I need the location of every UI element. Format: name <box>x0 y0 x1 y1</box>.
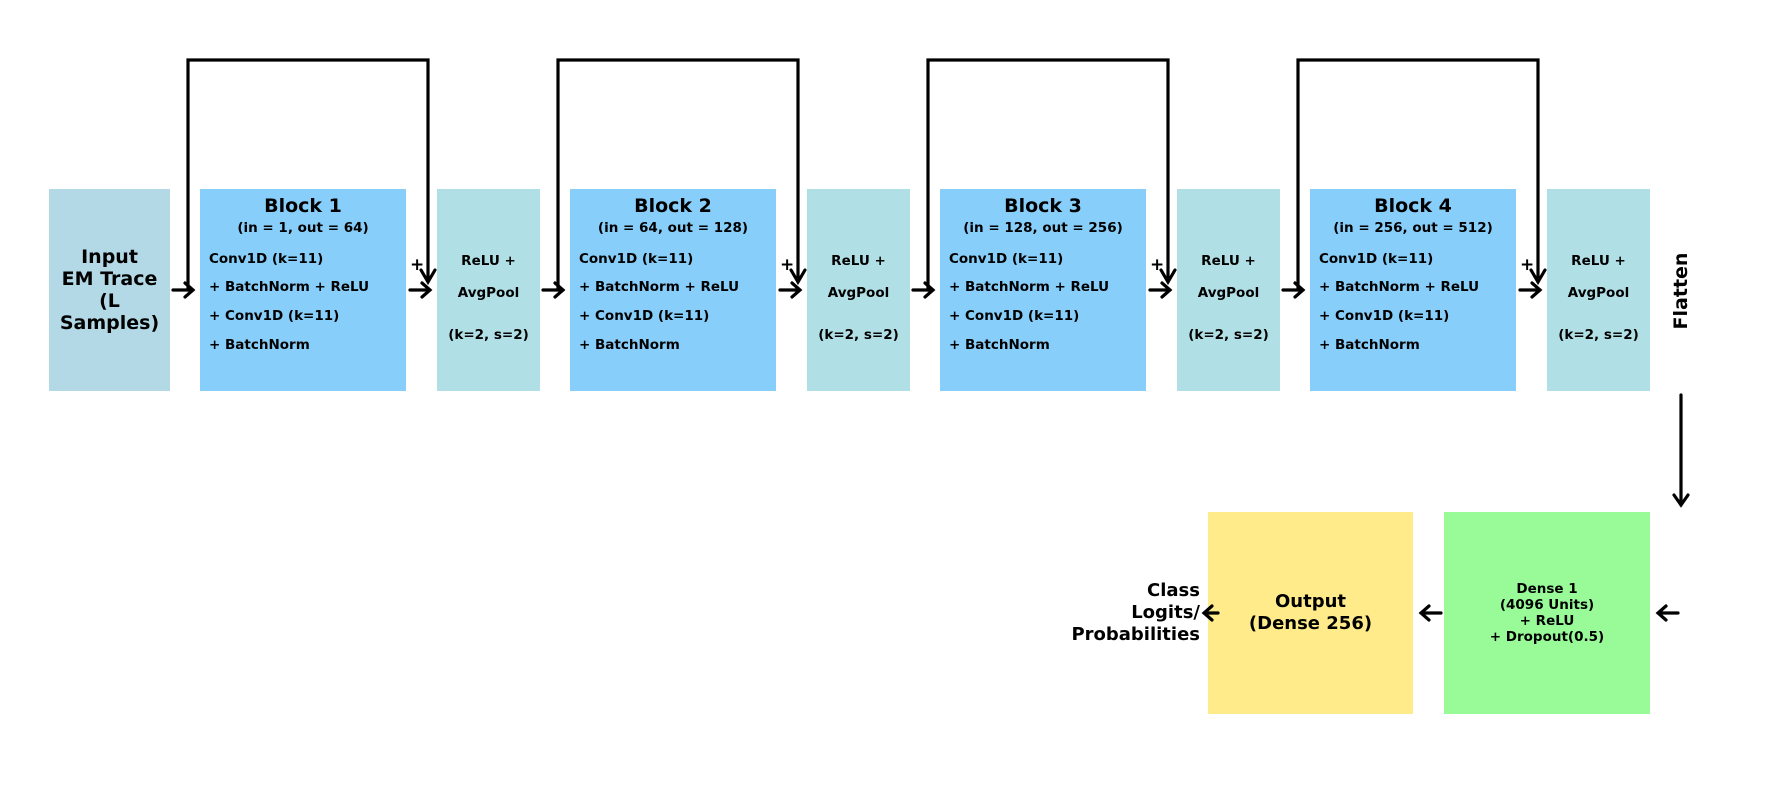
block-2-line-3: + Conv1D (k=11) <box>579 308 710 324</box>
pool-4-node: ReLU + AvgPool (k=2, s=2) <box>1547 189 1650 391</box>
output-subtitle: (Dense 256) <box>1248 613 1373 634</box>
block-4-line-1: Conv1D (k=11) <box>1319 251 1434 267</box>
arrow-pool-3-to-block-4 <box>1281 281 1306 299</box>
block-3-line-2: + BatchNorm + ReLU <box>949 279 1110 295</box>
block-3-line-1: Conv1D (k=11) <box>949 251 1064 267</box>
dense-1-dropout: + Dropout(0.5) <box>1489 629 1605 645</box>
block-1-line-2: + BatchNorm + ReLU <box>209 279 370 295</box>
pool-1-node: ReLU + AvgPool (k=2, s=2) <box>437 189 540 391</box>
block-3-node: Block 3 (in = 128, out = 256) Conv1D (k=… <box>940 189 1146 391</box>
arrow-block-3-to-pool-3 <box>1148 281 1173 299</box>
pool-3-line-3: (k=2, s=2) <box>1188 327 1269 343</box>
class-label-line-1: Class <box>1147 580 1200 601</box>
arrow-output-to-class-label <box>1201 604 1220 622</box>
pool-2-line-2: AvgPool <box>827 285 890 301</box>
block-1-channels: (in = 1, out = 64) <box>237 220 369 236</box>
pool-4-line-1: ReLU + <box>1571 253 1626 269</box>
block-2-line-4: + BatchNorm <box>579 337 680 353</box>
block-4-title: Block 4 <box>1374 195 1452 217</box>
block-4-line-3: + Conv1D (k=11) <box>1319 308 1450 324</box>
arrow-block-2-to-pool-2 <box>778 281 803 299</box>
input-title: Input <box>81 246 138 268</box>
class-label-line-2: Logits/ <box>1131 602 1200 623</box>
arrow-dense-to-output <box>1418 604 1443 622</box>
pool-1-line-1: ReLU + <box>461 253 516 269</box>
pool-3-line-2: AvgPool <box>1197 285 1260 301</box>
block-4-line-2: + BatchNorm + ReLU <box>1319 279 1480 295</box>
class-label-line-3: Probabilities <box>1071 624 1200 645</box>
block-1-line-3: + Conv1D (k=11) <box>209 308 340 324</box>
arrow-pool-2-to-block-3 <box>911 281 936 299</box>
pool-3-node: ReLU + AvgPool (k=2, s=2) <box>1177 189 1280 391</box>
arrow-input-to-block-1 <box>171 281 196 299</box>
class-logits-label: Class Logits/ Probabilities <box>1071 580 1200 646</box>
dense-1-node: Dense 1 (4096 Units) + ReLU + Dropout(0.… <box>1444 512 1650 714</box>
pool-2-line-3: (k=2, s=2) <box>818 327 899 343</box>
pool-1-line-2: AvgPool <box>457 285 520 301</box>
block-4-node: Block 4 (in = 256, out = 512) Conv1D (k=… <box>1310 189 1516 391</box>
pool-2-node: ReLU + AvgPool (k=2, s=2) <box>807 189 910 391</box>
input-samples: (L Samples) <box>59 290 160 334</box>
block-2-line-1: Conv1D (k=11) <box>579 251 694 267</box>
input-node: Input EM Trace (L Samples) <box>49 189 170 391</box>
pool-4-line-2: AvgPool <box>1567 285 1630 301</box>
block-3-line-3: + Conv1D (k=11) <box>949 308 1080 324</box>
block-4-channels: (in = 256, out = 512) <box>1333 220 1493 236</box>
pool-3-line-1: ReLU + <box>1201 253 1256 269</box>
skip-connection-4 <box>1296 58 1547 292</box>
block-1-title: Block 1 <box>264 195 342 217</box>
skip-connection-3 <box>926 58 1177 292</box>
arrow-pool-1-to-block-2 <box>541 281 566 299</box>
arrow-block-4-to-pool-4 <box>1518 281 1543 299</box>
pool-1-line-3: (k=2, s=2) <box>448 327 529 343</box>
dense-1-activation: + ReLU <box>1519 613 1575 629</box>
output-node: Output (Dense 256) <box>1208 512 1413 714</box>
input-subtitle: EM Trace <box>61 268 158 290</box>
block-1-line-4: + BatchNorm <box>209 337 310 353</box>
pool-2-line-1: ReLU + <box>831 253 886 269</box>
skip-connections <box>186 58 1547 292</box>
arrow-into-dense-1 <box>1655 604 1680 622</box>
block-2-line-2: + BatchNorm + ReLU <box>579 279 740 295</box>
block-4-line-4: + BatchNorm <box>1319 337 1420 353</box>
arrow-flatten-down <box>1672 393 1690 508</box>
arrow-block-1-to-pool-1 <box>408 281 433 299</box>
forward-arrows <box>171 281 1543 299</box>
block-3-channels: (in = 128, out = 256) <box>963 220 1123 236</box>
block-1-node: Block 1 (in = 1, out = 64) Conv1D (k=11)… <box>200 189 406 391</box>
pool-4-line-3: (k=2, s=2) <box>1558 327 1639 343</box>
block-2-channels: (in = 64, out = 128) <box>597 220 749 236</box>
block-3-line-4: + BatchNorm <box>949 337 1050 353</box>
block-3-title: Block 3 <box>1004 195 1082 217</box>
skip-connection-1 <box>186 58 437 292</box>
output-title: Output <box>1274 591 1347 612</box>
block-2-node: Block 2 (in = 64, out = 128) Conv1D (k=1… <box>570 189 776 391</box>
block-2-title: Block 2 <box>634 195 712 217</box>
skip-connection-2 <box>556 58 807 292</box>
dense-1-units: (4096 Units) <box>1499 597 1595 613</box>
dense-1-title: Dense 1 <box>1516 581 1578 597</box>
block-1-line-1: Conv1D (k=11) <box>209 251 324 267</box>
